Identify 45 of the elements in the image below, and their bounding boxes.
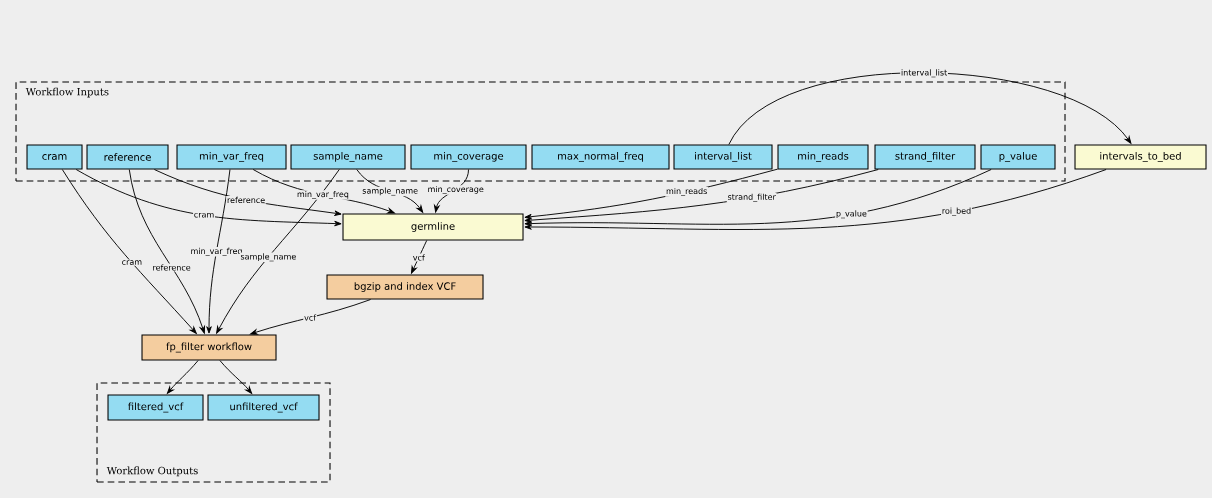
process-box: strand_filter xyxy=(874,144,976,170)
arrow xyxy=(61,169,197,334)
edge-label: vcf xyxy=(413,254,425,261)
process-box: reference xyxy=(86,144,169,170)
arrow xyxy=(524,169,992,227)
process-box: filtered_vcf xyxy=(107,394,204,421)
edge-label: sample_name xyxy=(240,253,296,262)
process-box: min_var_freq xyxy=(176,144,287,170)
edge-label: roi_bed xyxy=(942,207,971,216)
arrow xyxy=(75,169,342,227)
edge-label: cram xyxy=(194,212,214,218)
edge-label: min_coverage xyxy=(428,185,484,194)
process-box: fp_filter workflow xyxy=(141,334,277,361)
edge-label: strand_filter xyxy=(728,193,776,202)
edge-label: min_var_freq xyxy=(297,190,349,199)
arrow xyxy=(128,169,206,334)
arrow xyxy=(434,169,469,213)
process-box: germline xyxy=(342,213,524,241)
arrow xyxy=(166,360,199,394)
process-box: min_coverage xyxy=(410,144,527,170)
arrow xyxy=(524,169,1107,230)
process-box: bgzip and index VCF xyxy=(326,274,484,300)
edge-label: reference xyxy=(153,264,191,271)
process-box: unfiltered_vcf xyxy=(207,394,320,421)
process-box: max_normal_freq xyxy=(531,144,670,170)
edge-label: min_reads xyxy=(666,187,707,196)
edge-label: reference xyxy=(227,196,265,203)
edge-label: min_var_freq xyxy=(191,247,242,256)
edge-label: p_value xyxy=(836,210,867,219)
process-box: p_value xyxy=(980,144,1056,170)
edge-label: interval_list xyxy=(901,69,947,78)
arrow xyxy=(728,72,1132,145)
process-box: cram xyxy=(26,144,83,170)
arrow xyxy=(219,360,253,394)
process-box: sample_name xyxy=(290,144,406,170)
process-box: interval_list xyxy=(673,144,773,170)
process-box: min_reads xyxy=(777,144,869,170)
arrow xyxy=(250,299,372,335)
arrow xyxy=(410,240,428,274)
edge-label: cram xyxy=(122,260,142,265)
arrow xyxy=(206,169,231,334)
edge-label: vcf xyxy=(304,314,317,321)
arrow xyxy=(216,169,340,334)
edge-label: sample_name xyxy=(362,187,418,196)
process-box: intervals_to_bed xyxy=(1074,144,1207,170)
